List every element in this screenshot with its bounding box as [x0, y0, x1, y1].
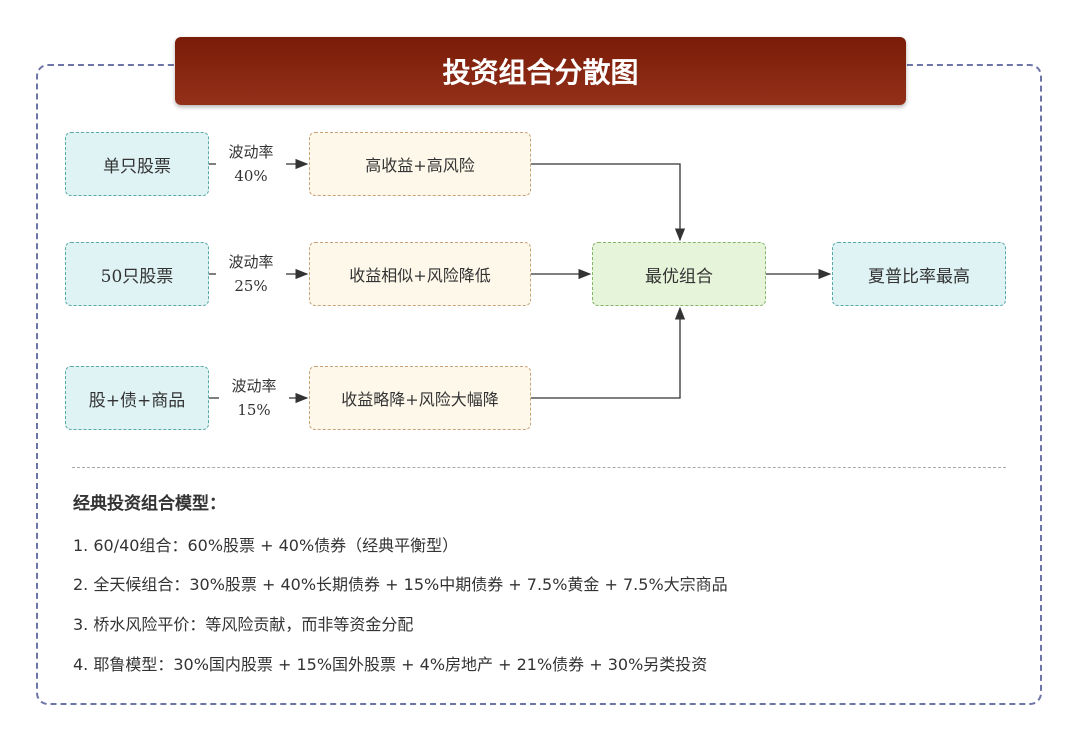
volatility-value: 25% — [234, 277, 268, 295]
model-item: 2. 全天候组合：30%股票 + 40%长期债券 + 15%中期债券 + 7.5… — [73, 575, 728, 594]
models-heading: 经典投资组合模型： — [73, 494, 226, 514]
edge-result3-optimal — [531, 306, 686, 399]
divider — [72, 467, 1006, 468]
edge-label-text: 波动率 — [231, 377, 277, 395]
edge-result1-optimal — [531, 163, 686, 242]
final-node: 夏普比率最高 — [832, 242, 1006, 306]
optimal-node: 最优组合 — [592, 242, 766, 306]
source-node: 50只股票 — [65, 242, 209, 306]
edge-label: 波动率 15% — [219, 374, 289, 422]
result-node: 收益相似+风险降低 — [309, 242, 531, 306]
source-node: 单只股票 — [65, 132, 209, 196]
model-item: 4. 耶鲁模型：30%国内股票 + 15%国外股票 + 4%房地产 + 21%债… — [73, 655, 708, 674]
model-item: 3. 桥水风险平价：等风险贡献，而非等资金分配 — [73, 615, 414, 634]
model-item: 1. 60/40组合：60%股票 + 40%债券（经典平衡型） — [73, 536, 459, 555]
volatility-value: 15% — [237, 401, 271, 419]
edge-label-text: 波动率 — [228, 143, 274, 161]
result-node: 高收益+高风险 — [309, 132, 531, 196]
edge-label: 波动率 40% — [216, 140, 286, 188]
result-node: 收益略降+风险大幅降 — [309, 366, 531, 430]
diagram-title: 投资组合分散图 — [175, 37, 906, 105]
edge-label: 波动率 25% — [216, 250, 286, 298]
edge-label-text: 波动率 — [228, 253, 274, 271]
source-node: 股+债+商品 — [65, 366, 209, 430]
volatility-value: 40% — [234, 167, 268, 185]
